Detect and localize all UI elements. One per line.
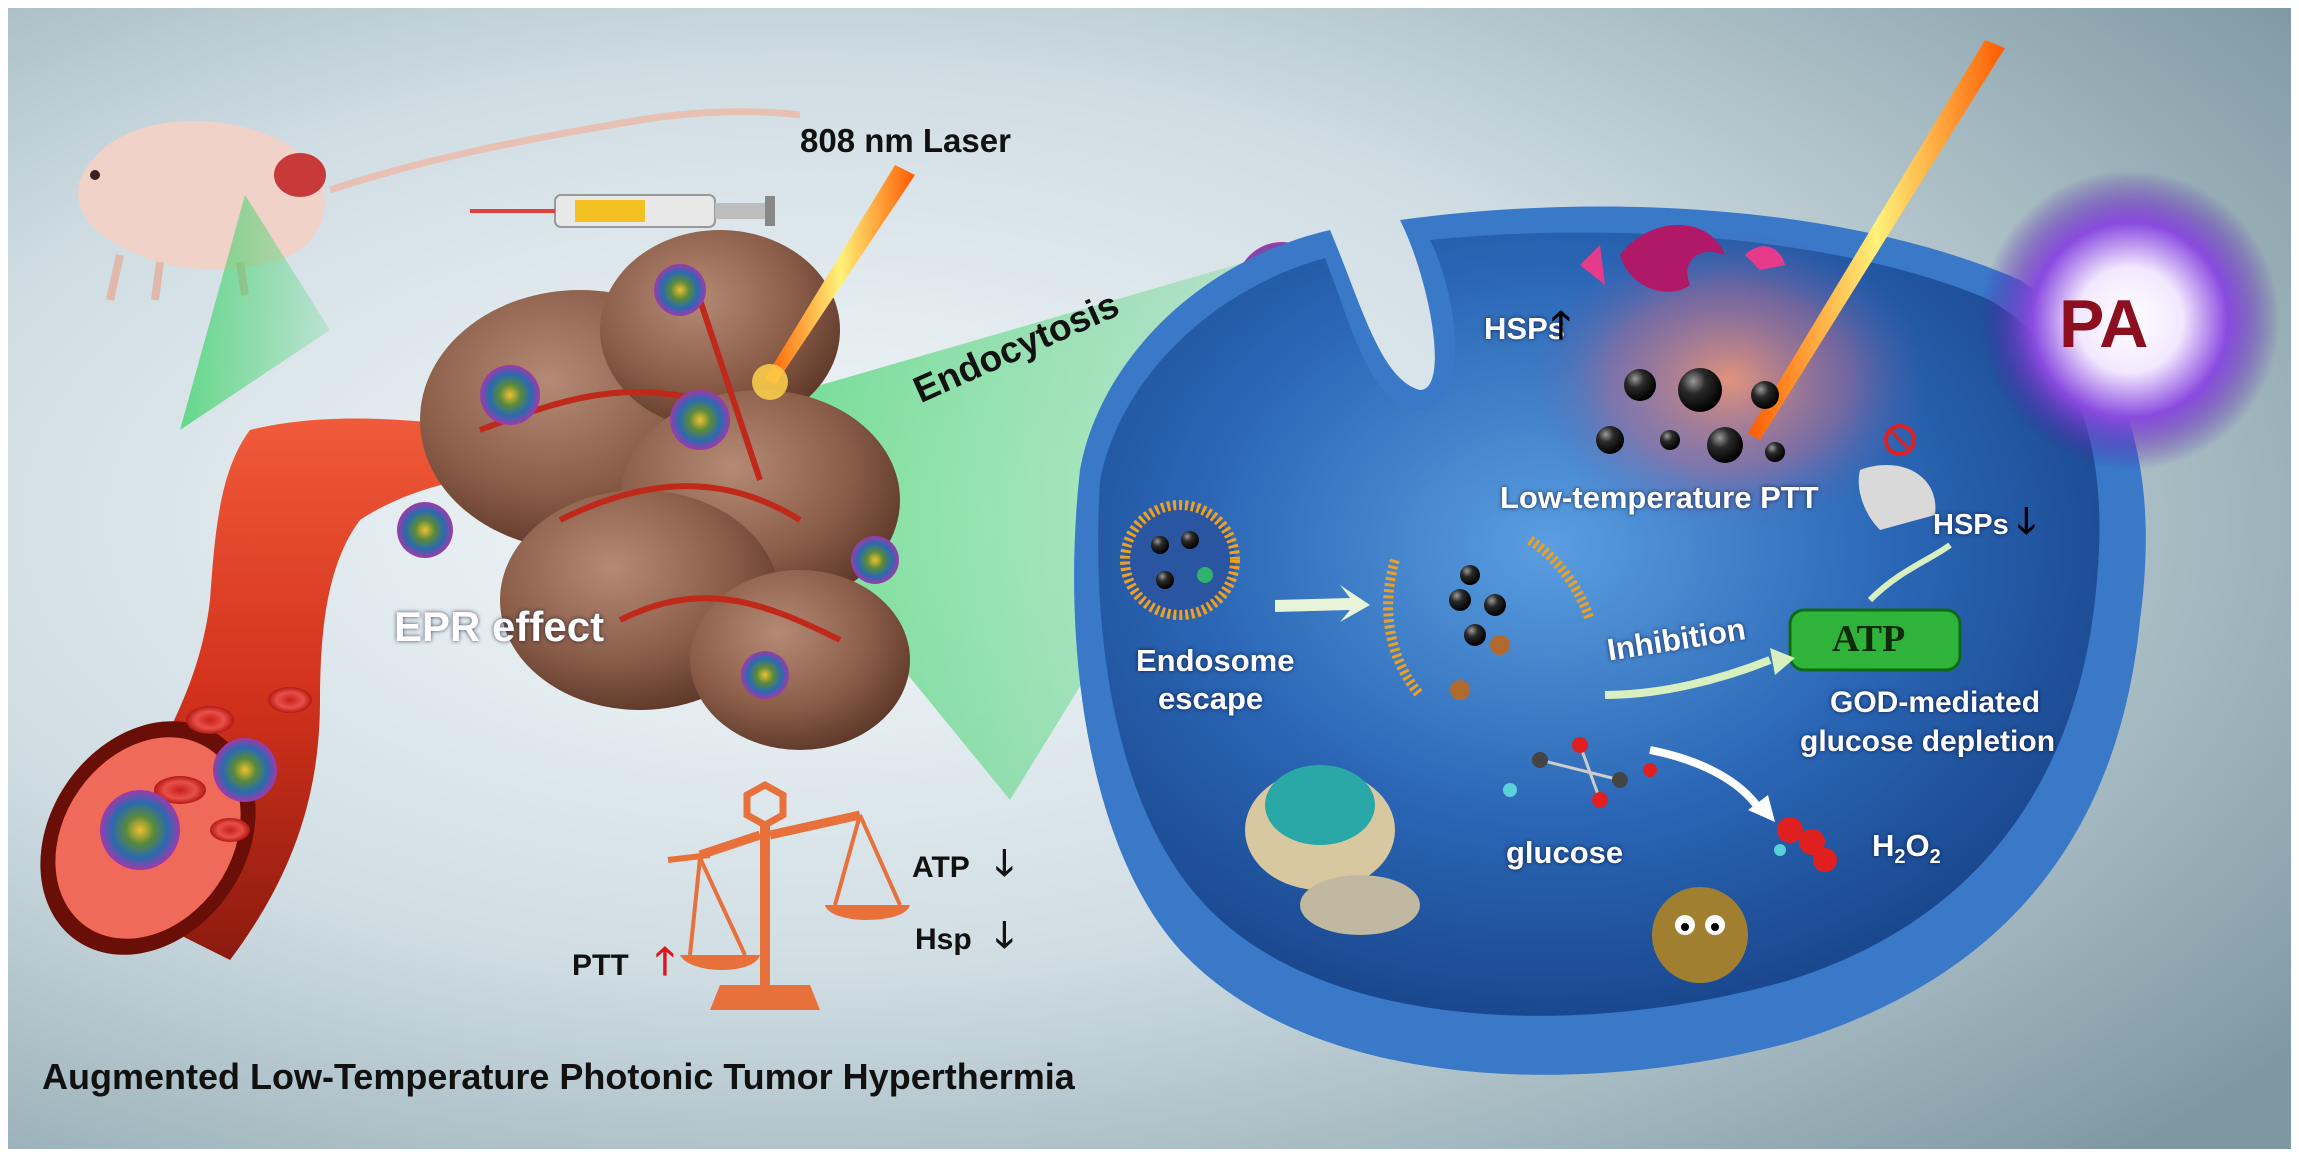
hsps-down-label: HSPs <box>1933 509 2009 541</box>
hsp-protein-down <box>1858 465 1936 530</box>
glucose-molecule <box>1503 737 1657 808</box>
ptt-balance-label: PTT <box>572 949 629 982</box>
laser-beam-tumor <box>765 165 915 385</box>
syringe-illustration <box>470 194 775 228</box>
hsps-up-label: HSPs <box>1484 311 1565 346</box>
epr-effect-label: EPR effect <box>394 603 605 650</box>
released-particles <box>1383 535 1595 700</box>
escape-label: escape <box>1158 681 1264 716</box>
h2o2-molecules <box>1774 817 1837 872</box>
inhibition-arrow <box>1604 656 1772 699</box>
endosome <box>1120 500 1240 620</box>
hsps-down-arrow: 🡓 <box>2017 501 2036 542</box>
low-temperature-ptt-label: Low-temperature PTT <box>1500 480 1819 515</box>
zoom-cone-mouse <box>180 195 330 430</box>
laser-beam-cell <box>1748 40 2005 440</box>
figure-caption-title: Augmented Low-Temperature Photonic Tumor… <box>42 1056 1075 1097</box>
atp-box <box>1788 608 1962 672</box>
glucose-label: glucose <box>1506 835 1624 870</box>
hsps-up-arrow: 🡑 <box>1551 303 1571 347</box>
glucose-to-h2o2-arrow <box>1649 746 1764 813</box>
atp-box-label: ATP <box>1832 618 1906 660</box>
god-mediated-label: GOD-mediated <box>1830 686 2041 719</box>
balance-scale <box>667 780 910 1010</box>
virus-character <box>1652 887 1748 983</box>
pa-label: PA <box>2059 286 2149 362</box>
hsp-balance-label: Hsp <box>915 923 972 956</box>
atp-down-arrow: 🡓 <box>995 843 1014 884</box>
glucose-depletion-label: glucose depletion <box>1800 725 2056 758</box>
ptt-up-arrow: 🡑 <box>655 939 675 983</box>
h2o2-label: H2O2 <box>1872 828 1941 869</box>
hsp-down-arrow: 🡓 <box>995 915 1014 956</box>
escape-arrow <box>1275 585 1370 622</box>
atp-balance-label: ATP <box>912 851 970 884</box>
photoacoustic-burst <box>1980 170 2280 470</box>
nanoparticle-cluster <box>1596 368 1785 463</box>
hsp-protein-up <box>1620 225 1725 292</box>
endosome-label: Endosome <box>1136 643 1295 678</box>
laser-label: 808 nm Laser <box>800 122 1011 159</box>
